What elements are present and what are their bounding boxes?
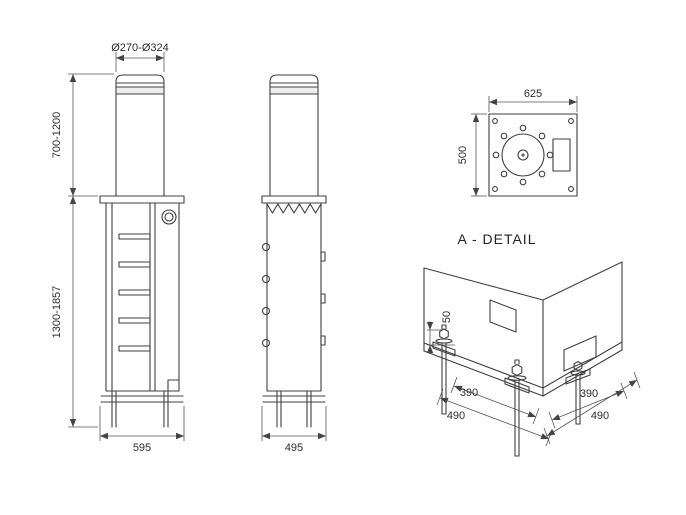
dim-above-ground-label: 700-1200 bbox=[51, 112, 63, 159]
dim-diameter-label: Ø270-Ø324 bbox=[111, 42, 168, 54]
top-bolt-holes bbox=[492, 118, 574, 192]
side-reflective-band bbox=[270, 87, 318, 94]
detail-anchor-bolt-left bbox=[432, 324, 456, 415]
top-access-hatch bbox=[552, 138, 571, 172]
front-bollard-post bbox=[115, 74, 165, 197]
dim-detail-right-inner-label: 390 bbox=[580, 388, 598, 400]
side-bollard-post bbox=[269, 74, 319, 197]
side-view bbox=[261, 74, 327, 428]
dim-detail-right-outer-label: 490 bbox=[591, 410, 609, 422]
dim-detail-offset-label: 50 bbox=[441, 311, 453, 323]
side-view-dimensions: 495 bbox=[261, 406, 327, 454]
top-view bbox=[488, 113, 578, 197]
dim-below-ground-label: 1300-1857 bbox=[51, 286, 63, 339]
top-bollard-opening bbox=[501, 133, 545, 177]
side-anchor-legs bbox=[262, 390, 326, 428]
dim-detail-left-inner-label: 390 bbox=[460, 387, 478, 399]
dim-top-depth-label: 500 bbox=[457, 146, 469, 164]
detail-view bbox=[423, 261, 623, 457]
detail-title: A - DETAIL bbox=[458, 231, 537, 247]
dim-front-base-width-label: 595 bbox=[133, 442, 151, 454]
top-view-dimensions: 625 500 bbox=[457, 88, 578, 197]
side-serrated-anchors bbox=[266, 203, 322, 214]
side-ground-flange bbox=[261, 195, 327, 204]
side-edge-bolts bbox=[261, 242, 326, 348]
front-anchor-legs bbox=[100, 390, 184, 428]
front-pit-casing bbox=[105, 202, 180, 392]
detail-dimensions: 50 390 490 390 490 bbox=[426, 311, 641, 447]
front-drain-port bbox=[161, 209, 177, 225]
side-pit-casing bbox=[266, 202, 322, 392]
front-reflective-band bbox=[116, 87, 164, 94]
top-base-plate bbox=[488, 113, 578, 197]
front-view bbox=[99, 74, 185, 428]
dim-detail-left-outer-label: 490 bbox=[447, 410, 465, 422]
dim-top-width-label: 625 bbox=[524, 88, 542, 100]
detail-anchor-bolt-center bbox=[504, 359, 530, 457]
front-ground-flange bbox=[99, 195, 185, 204]
dim-side-base-width-label: 495 bbox=[285, 442, 303, 454]
front-view-dimensions: Ø270-Ø324 700-1200 1300-1857 595 bbox=[51, 42, 185, 454]
front-anchor-rungs bbox=[118, 233, 151, 352]
